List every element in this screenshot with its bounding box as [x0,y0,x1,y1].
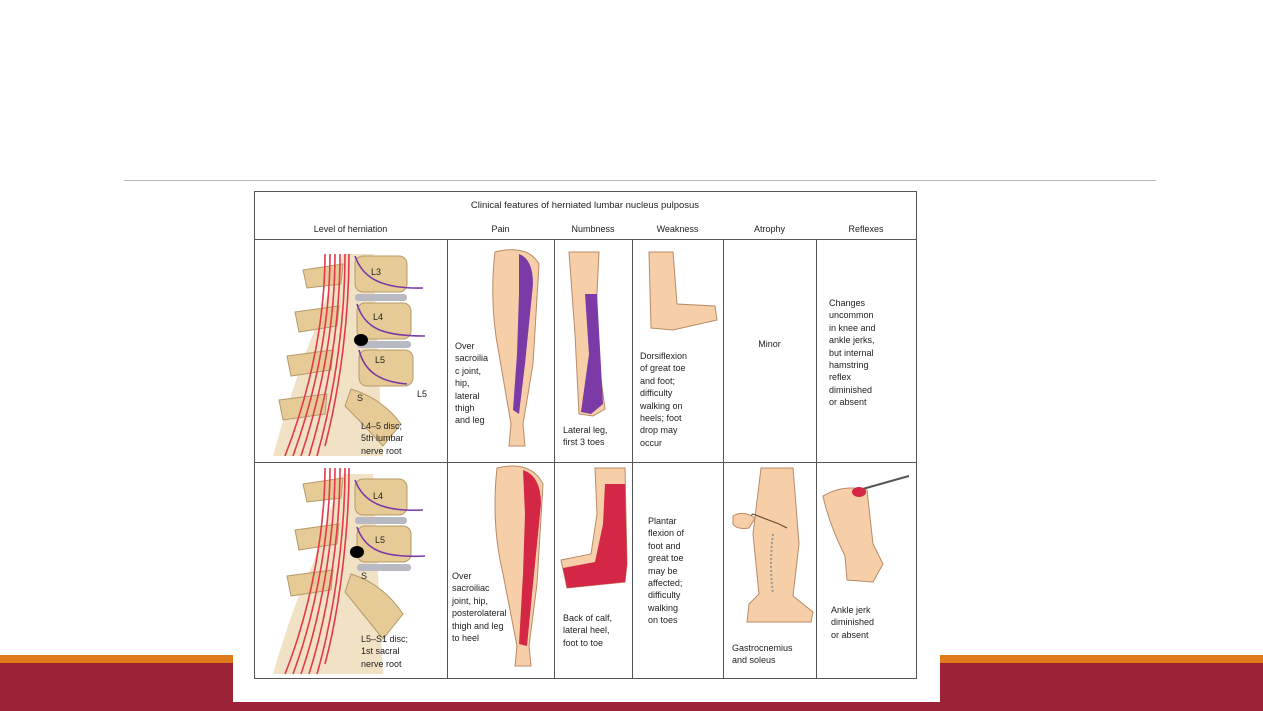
row2-numbness-text: Back of calf, lateral heel, foot to toe [563,613,613,648]
atrophy-calf-illustration [732,467,814,623]
row1-atrophy-text: Minor [758,339,781,349]
row2-atrophy-text: Gastrocnemius and soleus [732,643,793,666]
numbness-leg-illustration-s1 [560,467,628,589]
nerve-label-l5: L5 [417,389,428,399]
pain-leg-illustration-l5 [492,249,540,447]
row2-reflexes-text: Ankle jerk diminished or absent [831,605,875,640]
row1-reflexes-text: Changes uncommon in knee and ankle jerks… [829,298,876,408]
reflex-hammer-illustration [822,475,910,583]
weakness-foot-illustration-l5 [648,251,718,331]
vertebra-label-l4: L4 [373,312,384,322]
vertebra-label-s-row2: S [361,571,368,581]
row1-numbness-text: Lateral leg, first 3 toes [563,425,608,448]
header-numbness: Numbness [571,224,615,234]
vertebra-label-s: S [357,393,364,403]
spine-illustration-l5-s1 [273,467,426,675]
title-divider [124,180,1156,181]
header-atrophy: Atrophy [753,224,786,234]
row1-level-text: L4–5 disc; 5th lumbar nerve root [361,421,404,456]
vertebra-label-l5: L5 [375,355,386,365]
numbness-leg-illustration-l5 [568,251,606,417]
vertebra-label-l4-row2: L4 [373,491,384,501]
header-pain: Pain [491,224,510,234]
vertebra-label-l3: L3 [371,267,382,277]
row2-level-text: L5–S1 disc; 1st sacral nerve root [361,634,409,669]
clinical-features-figure: Clinical features of herniated lumbar nu… [233,184,940,702]
row1-weakness-text: Dorsiflexion of great toe and foot; diff… [640,351,688,448]
figure-artwork [254,191,917,679]
table-title: Clinical features of herniated lumbar nu… [470,200,700,211]
row1-pain-text: Over sacroilia c joint, hip, lateral thi… [455,341,489,426]
header-reflexes: Reflexes [848,224,884,234]
pain-leg-illustration-s1 [494,465,544,667]
header-weakness: Weakness [656,224,699,234]
row2-weakness-text: Plantar flexion of foot and great toe ma… [648,516,685,626]
row2-pain-text: Over sacroiliac joint, hip, posterolater… [452,571,507,644]
table-grid [254,191,917,679]
spine-illustration-l4-l5 [273,253,426,457]
vertebra-label-l5-row2: L5 [375,535,386,545]
header-level: Level of herniation [313,224,388,234]
